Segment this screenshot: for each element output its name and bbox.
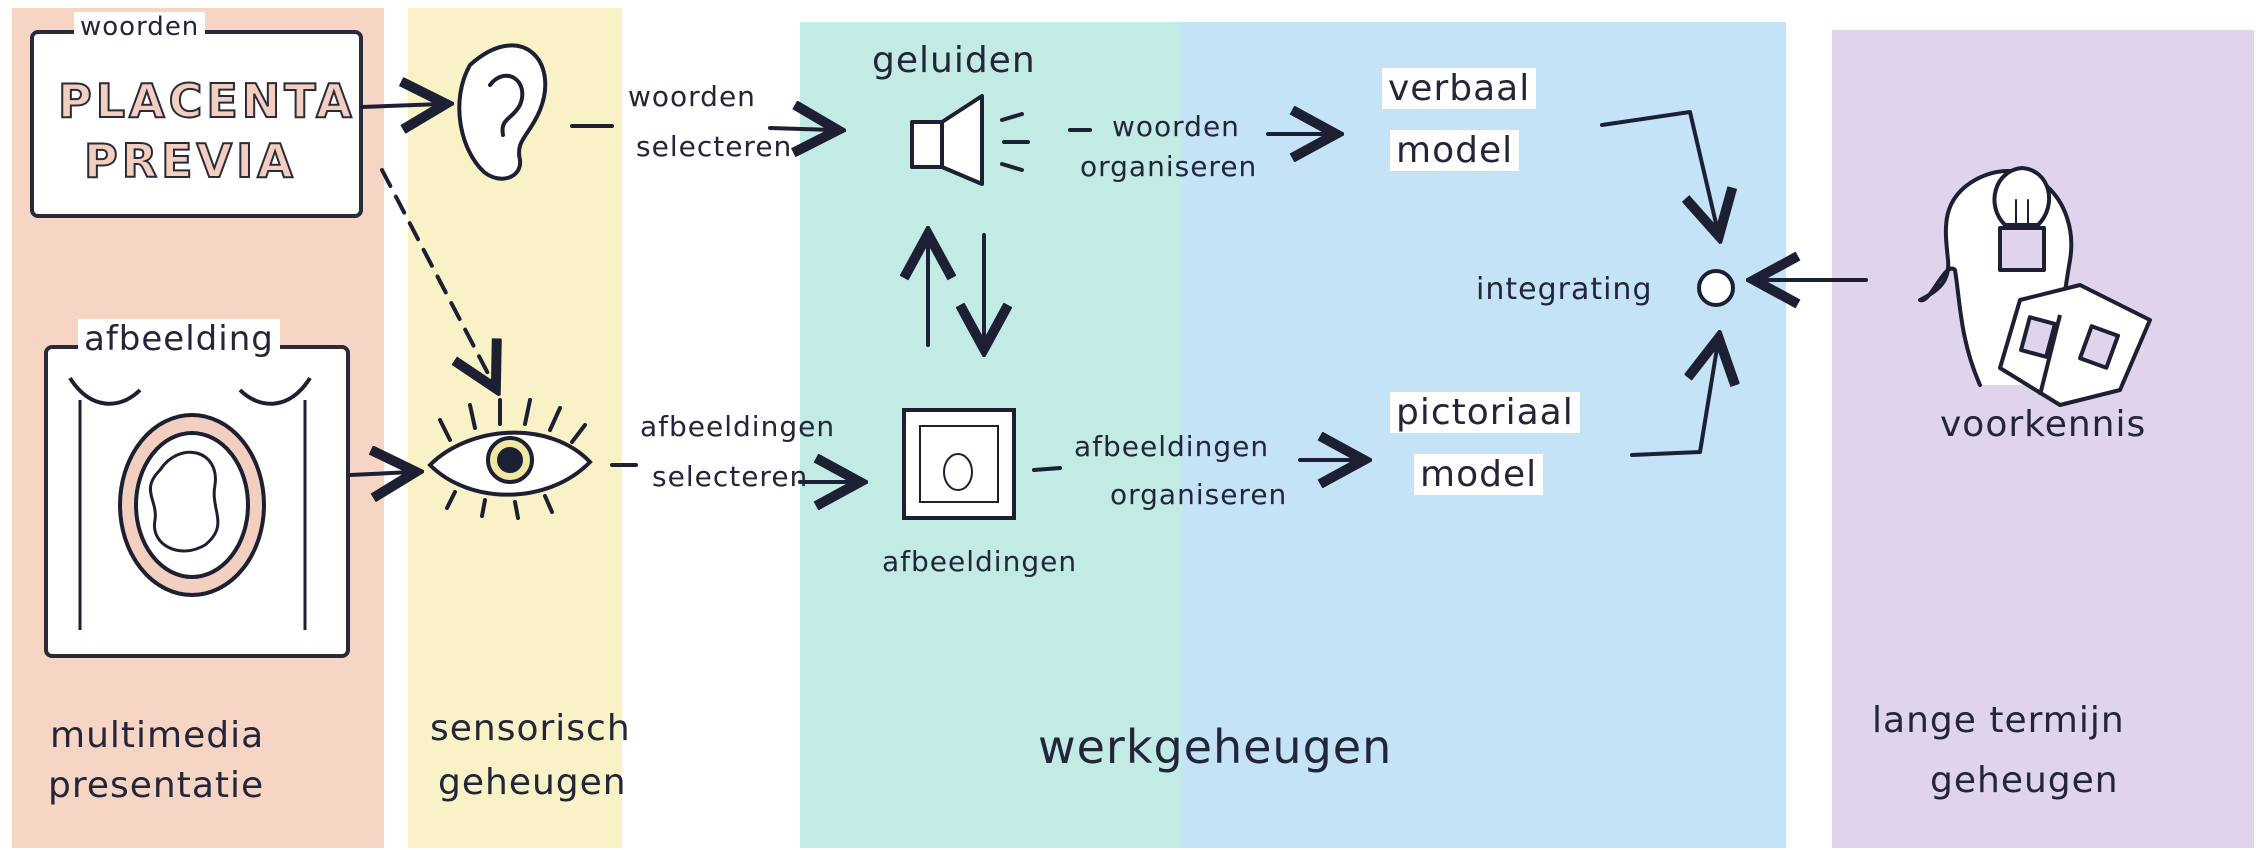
speaker-icon bbox=[910, 94, 1030, 186]
arrow-ear-to-speaker bbox=[570, 126, 834, 130]
arrow-words-to-eye-dashed bbox=[380, 168, 494, 385]
arrow-label-images-org-1: afbeeldingen bbox=[1074, 430, 1270, 463]
book-icon bbox=[1998, 283, 2152, 407]
integration-circle-icon bbox=[1697, 269, 1735, 307]
head-lightbulb-icon bbox=[1918, 166, 2074, 387]
label-verbal-1: verbaal bbox=[1382, 68, 1537, 109]
arrow-pictorial-to-integrating bbox=[1630, 342, 1718, 457]
words-box-tag: woorden bbox=[74, 12, 206, 42]
words-box-title-1: PLACENTA bbox=[57, 73, 356, 129]
ear-icon bbox=[457, 43, 548, 181]
arrow-label-words-select-2: selecteren bbox=[636, 130, 793, 163]
eye-icon bbox=[427, 398, 593, 520]
arrow-speaker-to-verbal bbox=[1068, 130, 1332, 134]
arrow-label-images-select-1: afbeeldingen bbox=[640, 410, 836, 443]
belly-illustration bbox=[68, 376, 312, 630]
label-sensory-1: sensorisch bbox=[430, 708, 631, 749]
label-pictorial-2: model bbox=[1414, 454, 1544, 495]
label-pictorial-1: pictoriaal bbox=[1390, 392, 1580, 433]
words-box-title-2: PREVIA bbox=[83, 133, 297, 189]
arrow-label-images-org-2: organiseren bbox=[1110, 478, 1288, 511]
picture-icon bbox=[902, 408, 1016, 520]
label-images: afbeeldingen bbox=[882, 545, 1078, 578]
words-box: woorden PLACENTA PREVIA bbox=[30, 12, 363, 218]
label-sounds: geluiden bbox=[872, 40, 1036, 81]
arrow-label-words-org-1: woorden bbox=[1112, 110, 1240, 143]
label-longterm-2: geheugen bbox=[1930, 760, 2119, 801]
label-knowledge: voorkennis bbox=[1940, 404, 2147, 445]
arrow-label-words-select-1: woorden bbox=[628, 80, 756, 113]
label-sensory-2: geheugen bbox=[438, 762, 627, 803]
image-box-tag: afbeelding bbox=[78, 319, 280, 359]
arrow-picture-to-pictorial bbox=[1032, 460, 1360, 470]
column-longterm bbox=[1832, 30, 2254, 848]
label-longterm-1: lange termijn bbox=[1872, 700, 2125, 741]
arrow-eye-to-picture bbox=[610, 465, 856, 482]
label-working: werkgeheugen bbox=[1038, 720, 1393, 774]
label-integrating: integrating bbox=[1476, 272, 1653, 307]
arrow-label-words-org-2: organiseren bbox=[1080, 150, 1258, 183]
arrow-label-images-select-2: selecteren bbox=[652, 460, 809, 493]
arrow-words-to-ear bbox=[360, 104, 442, 107]
label-multimedia-2: presentatie bbox=[48, 765, 265, 806]
label-verbal-2: model bbox=[1390, 130, 1520, 171]
arrow-image-to-eye bbox=[348, 472, 412, 475]
arrow-verbal-to-integrating bbox=[1600, 110, 1718, 232]
label-multimedia-1: multimedia bbox=[50, 715, 265, 756]
